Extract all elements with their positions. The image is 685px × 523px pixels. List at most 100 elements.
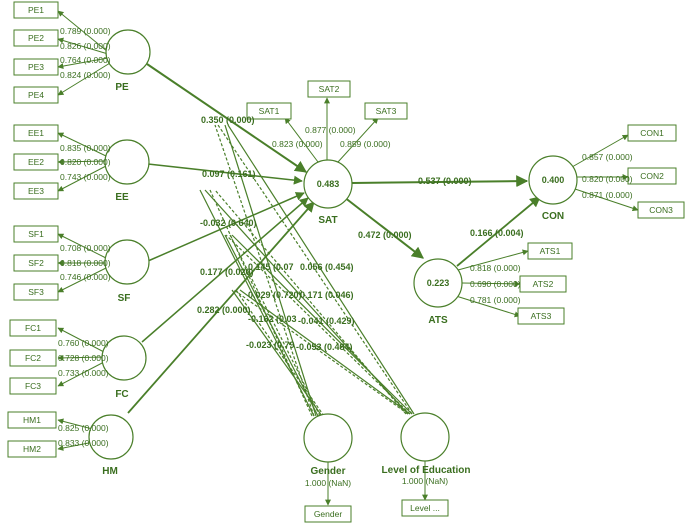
indicator-sf3-box[interactable] <box>13 283 59 301</box>
path-sat-con: 0.537 (0.000) <box>418 176 472 186</box>
loading-fc2: 0.728 (0.000) <box>58 353 109 363</box>
path-moderation-8: -0.053 (0.484) <box>296 342 353 352</box>
indicator-pe3-box[interactable] <box>13 58 59 76</box>
path-ats-con: 0.166 (0.004) <box>470 228 524 238</box>
loading-hm1: 0.825 (0.000) <box>58 423 109 433</box>
construct-ats[interactable] <box>413 258 463 308</box>
construct-ee-name: EE <box>115 192 129 203</box>
path-moderation-6: -0.041 (0.429) <box>298 316 355 326</box>
loading-ats2: 0.690 (0.000) <box>470 279 521 289</box>
construct-pe-name: PE <box>115 82 129 93</box>
construct-ee[interactable] <box>104 139 150 185</box>
path-moderation-7: -0.023 (0.79 <box>246 340 295 350</box>
indicator-sf3-label: SF3 <box>28 287 44 297</box>
indicator-sf1-label: SF1 <box>28 229 44 239</box>
path-moderation-2: 0.056 (0.454) <box>300 262 354 272</box>
path-fc-sat: 0.177 (0.020) <box>200 267 254 277</box>
loading-sat2: 0.877 (0.000) <box>305 125 356 135</box>
indicator-con2-label: CON2 <box>640 171 664 181</box>
indicator-fc2-label: FC2 <box>25 353 41 363</box>
construct-sat[interactable] <box>303 159 353 209</box>
loading-pe1: 0.789 (0.000) <box>60 26 111 36</box>
loading-ats3: 0.781 (0.000) <box>470 295 521 305</box>
indicator-con1-box[interactable] <box>627 124 677 142</box>
indicator-ee3-box[interactable] <box>13 182 59 200</box>
indicator-sat1-label: SAT1 <box>259 106 280 116</box>
indicator-hm1-label: HM1 <box>23 415 41 425</box>
loading-ee3: 0.743 (0.000) <box>60 172 111 182</box>
path-moderation-1: 0.145 (0.07 <box>248 262 294 272</box>
construct-education[interactable] <box>400 412 450 462</box>
indicator-con3-label: CON3 <box>649 205 673 215</box>
indicator-hm1-box[interactable] <box>7 411 57 429</box>
indicator-sf2-box[interactable] <box>13 254 59 272</box>
indicator-gender-box[interactable] <box>304 505 352 523</box>
indicator-pe2-box[interactable] <box>13 29 59 47</box>
path-ee-sat: 0.097 (0.161) <box>202 169 256 179</box>
indicator-sat2-box[interactable] <box>307 80 351 98</box>
indicator-ee3-label: EE3 <box>28 186 44 196</box>
indicator-fc1-label: FC1 <box>25 323 41 333</box>
indicator-pe3-label: PE3 <box>28 62 44 72</box>
construct-con-r2: 0.400 <box>542 175 565 185</box>
indicator-ats2-box[interactable] <box>519 275 567 293</box>
indicator-con1-label: CON1 <box>640 128 664 138</box>
construct-gender[interactable] <box>303 413 353 463</box>
indicator-sat1-box[interactable] <box>246 102 292 120</box>
indicator-pe1-box[interactable] <box>13 1 59 19</box>
indicator-ee2-box[interactable] <box>13 153 59 171</box>
indicator-ee1-label: EE1 <box>28 128 44 138</box>
indicator-ee1-box[interactable] <box>13 124 59 142</box>
path-sf-sat: -0.032 (0.640) <box>200 218 257 228</box>
path-sat-ats: 0.472 (0.000) <box>358 230 412 240</box>
loading-sat3: 0.859 (0.000) <box>340 139 391 149</box>
construct-pe[interactable] <box>105 29 151 75</box>
construct-con[interactable] <box>528 155 578 205</box>
indicator-pe4-label: PE4 <box>28 90 44 100</box>
loading-sf1: 0.708 (0.000) <box>60 243 111 253</box>
construct-education-value: 1.000 (NaN) <box>402 476 448 486</box>
indicator-pe1-label: PE1 <box>28 5 44 15</box>
indicator-con2-box[interactable] <box>627 167 677 185</box>
indicator-education-label: Level ... <box>410 503 440 513</box>
indicator-ats1-box[interactable] <box>527 242 573 260</box>
loading-pe2: 0.826 (0.000) <box>60 41 111 51</box>
construct-sat-r2: 0.483 <box>317 179 340 189</box>
indicator-sat2-label: SAT2 <box>319 84 340 94</box>
indicator-gender-label: Gender <box>314 509 343 519</box>
indicator-fc3-box[interactable] <box>9 377 57 395</box>
loading-con3: 0.871 (0.000) <box>582 190 633 200</box>
construct-ats-name: ATS <box>428 315 448 326</box>
construct-con-name: CON <box>542 211 564 222</box>
construct-fc[interactable] <box>101 335 147 381</box>
construct-ats-r2: 0.223 <box>427 278 450 288</box>
loading-pe4: 0.824 (0.000) <box>60 70 111 80</box>
indicator-sf1-box[interactable] <box>13 225 59 243</box>
indicator-sf2-label: SF2 <box>28 258 44 268</box>
construct-education-name: Level of Education <box>382 465 471 476</box>
indicator-ats3-box[interactable] <box>517 307 565 325</box>
indicator-con3-box[interactable] <box>637 201 685 219</box>
indicator-fc2-box[interactable] <box>9 349 57 367</box>
indicator-ats3-label: ATS3 <box>531 311 552 321</box>
indicator-fc1-box[interactable] <box>9 319 57 337</box>
indicator-pe4-box[interactable] <box>13 86 59 104</box>
construct-hm-name: HM <box>102 466 118 477</box>
path-pe-sat: 0.350 (0.000) <box>201 115 255 125</box>
indicator-ats1-label: ATS1 <box>540 246 561 256</box>
indicator-sat3-box[interactable] <box>364 102 408 120</box>
path-hm-sat: 0.282 (0.000) <box>197 305 251 315</box>
indicator-pe2-label: PE2 <box>28 33 44 43</box>
loading-fc3: 0.733 (0.000) <box>58 368 109 378</box>
construct-gender-name: Gender <box>310 466 345 477</box>
path-moderation-4: 0.171 (0.046) <box>300 290 354 300</box>
loading-ee1: 0.835 (0.000) <box>60 143 111 153</box>
path-moderation-5: -0.162 (0.03 <box>248 314 297 324</box>
indicator-hm2-box[interactable] <box>7 440 57 458</box>
indicator-hm2-label: HM2 <box>23 444 41 454</box>
loading-sf2: 0.818 (0.000) <box>60 258 111 268</box>
indicator-ats2-label: ATS2 <box>533 279 554 289</box>
indicator-education-box[interactable] <box>401 499 449 517</box>
construct-hm[interactable] <box>88 414 134 460</box>
construct-sf[interactable] <box>104 239 150 285</box>
